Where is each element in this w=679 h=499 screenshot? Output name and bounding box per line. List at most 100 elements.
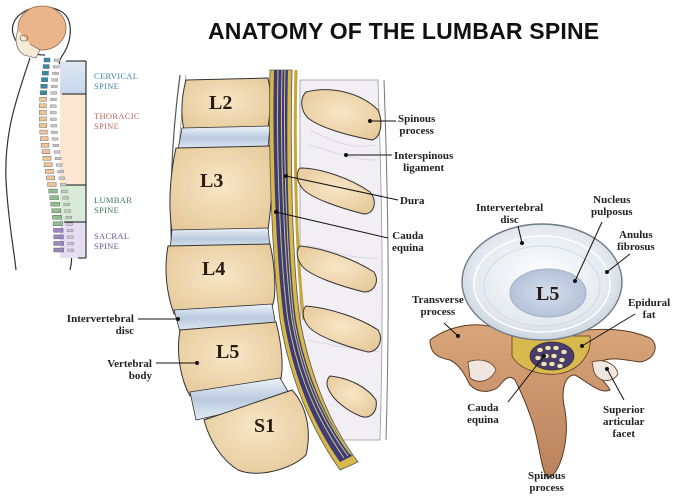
nerve-root xyxy=(536,347,544,353)
region-line2: SPINE xyxy=(94,81,120,91)
nerve-root xyxy=(548,361,556,367)
axial-label-nucleus-pulposus: Nucleus pulposus xyxy=(591,194,633,218)
mini-vertebra xyxy=(53,228,64,233)
page-title: ANATOMY OF THE LUMBAR SPINE xyxy=(208,18,600,44)
mini-vertebra xyxy=(53,234,64,240)
mini-spinous-process xyxy=(50,124,57,128)
mini-vertebra xyxy=(53,247,64,253)
mini-vertebra xyxy=(44,169,54,174)
region-line1: SACRAL xyxy=(94,231,130,241)
label-spinous-process: Spinous process xyxy=(398,113,436,137)
nerve-root xyxy=(556,363,564,369)
axial-leader-lines xyxy=(443,221,636,403)
axial-label-anulus-fibrosus: Anulus fibrosus xyxy=(617,229,655,253)
mini-spinous-process xyxy=(63,202,70,206)
spine-column xyxy=(39,57,74,253)
vertebra-label-l4: L4 xyxy=(202,258,226,280)
region-line2: SPINE xyxy=(94,241,120,251)
nerve-root xyxy=(560,349,568,355)
mini-spinous-process xyxy=(66,222,73,226)
mini-spinous-process xyxy=(57,170,64,174)
mini-vertebra xyxy=(39,110,47,115)
mini-vertebra xyxy=(41,149,51,154)
mini-spinous-process xyxy=(53,65,60,69)
nerve-root xyxy=(550,353,558,359)
vertebra-label-l2: L2 xyxy=(209,92,233,114)
mini-spinous-process xyxy=(50,98,57,101)
axial-vertebra-label: L5 xyxy=(536,283,560,305)
mini-spinous-process xyxy=(50,91,57,95)
nerve-root xyxy=(552,345,560,351)
vertebra-label-l5: L5 xyxy=(216,341,240,363)
axial-label-cauda-equina: Cauda equina xyxy=(467,402,499,426)
mini-vertebra xyxy=(47,182,57,187)
mini-spinous-process xyxy=(51,78,58,82)
mini-vertebra xyxy=(40,142,50,148)
label-dura: Dura xyxy=(400,195,425,207)
region-line1: LUMBAR xyxy=(94,195,133,205)
nerve-root xyxy=(540,361,548,367)
mini-spinous-process xyxy=(62,196,69,200)
region-line2: SPINE xyxy=(94,121,120,131)
mini-vertebra xyxy=(52,215,62,220)
mini-spinous-process xyxy=(51,85,58,88)
sacral-band xyxy=(60,222,86,258)
mini-spinous-process xyxy=(58,176,65,180)
mini-spinous-process xyxy=(50,117,57,121)
nerve-root xyxy=(558,357,566,363)
mini-vertebra xyxy=(39,90,48,95)
mini-vertebra xyxy=(52,221,63,226)
vertebra-label-s1: S1 xyxy=(254,415,276,437)
mini-spinous-process xyxy=(67,248,74,252)
mini-vertebra xyxy=(42,156,52,161)
thoracic-band xyxy=(60,94,86,185)
mini-spinous-process xyxy=(64,209,71,213)
cervical-band xyxy=(60,61,86,94)
mini-spinous-process xyxy=(53,150,61,154)
region-line1: THORACIC xyxy=(94,111,140,121)
mini-vertebra xyxy=(39,129,48,135)
label-cauda-equina: Cauda equina xyxy=(392,230,424,254)
nerve-root xyxy=(544,345,552,351)
mini-vertebra xyxy=(40,84,48,89)
vertebra-label-l3: L3 xyxy=(200,170,224,192)
mini-spinous-process xyxy=(67,242,74,246)
mini-vertebra xyxy=(39,116,47,122)
mini-vertebra xyxy=(39,123,48,128)
mini-vertebra xyxy=(46,175,56,181)
mini-vertebra xyxy=(49,195,59,200)
mini-vertebra xyxy=(53,241,64,246)
mini-spinous-process xyxy=(51,137,59,141)
mini-vertebra xyxy=(43,57,51,63)
mini-spinous-process xyxy=(51,130,58,134)
mini-vertebra xyxy=(42,70,49,76)
mini-vertebra xyxy=(50,201,61,207)
mini-vertebra xyxy=(40,136,49,141)
mini-vertebra xyxy=(39,97,47,102)
mini-spinous-process xyxy=(56,163,63,167)
region-line1: CERVICAL xyxy=(94,71,139,81)
mini-spinous-process xyxy=(54,157,62,160)
mini-spinous-process xyxy=(59,183,67,187)
mini-spinous-process xyxy=(52,71,59,75)
mini-vertebra xyxy=(42,64,50,69)
mini-spinous-process xyxy=(61,189,68,193)
axial-section xyxy=(429,223,656,479)
axial-label-spinous-process: Spinous process xyxy=(528,470,566,494)
mini-spinous-process xyxy=(53,58,61,62)
mini-vertebra xyxy=(48,188,58,194)
sagittal-section xyxy=(165,69,389,474)
nerve-root xyxy=(534,355,542,361)
mini-spinous-process xyxy=(50,111,57,115)
mini-spinous-process xyxy=(65,216,72,219)
axial-label-superior-articular-facet: Superior articular facet xyxy=(603,404,645,440)
label-vertebral-body: Vertebral body xyxy=(107,358,152,382)
mini-spinous-process xyxy=(50,104,57,108)
mini-spinous-process xyxy=(66,229,74,232)
mini-vertebra xyxy=(41,77,49,82)
